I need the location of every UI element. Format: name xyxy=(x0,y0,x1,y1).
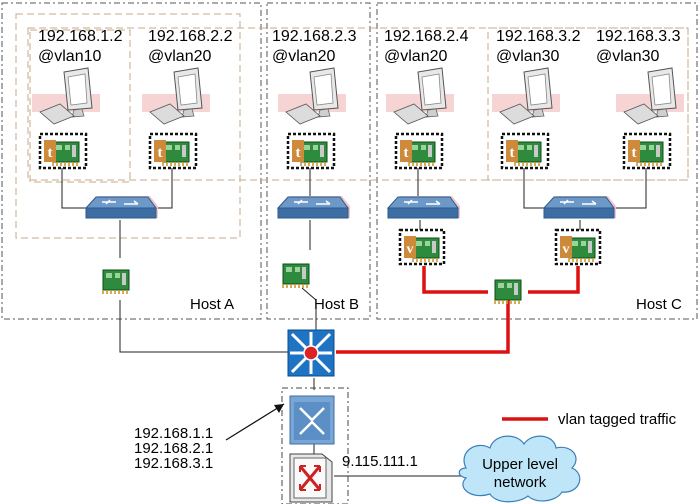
physical-nic-host-a xyxy=(102,269,130,295)
vm-pc-1 xyxy=(31,67,101,125)
vswitch-host-a xyxy=(85,195,159,219)
vlan-nic-1: v xyxy=(398,228,446,266)
gateway-device xyxy=(289,453,333,503)
vlan-group-outer xyxy=(15,13,241,239)
vlan-group-row xyxy=(27,27,689,181)
vm-vlan-6: @vlan30 xyxy=(596,48,660,65)
vm-ip-1: 192.168.1.2 xyxy=(38,28,123,45)
cloud-label-line2: network xyxy=(493,474,547,491)
vswitch-host-c-vlan20 xyxy=(387,195,461,219)
vm-vlan-2: @vlan20 xyxy=(148,48,212,65)
host-c-box xyxy=(376,2,698,320)
gateway-ip: 9.115.111.1 xyxy=(342,453,418,470)
host-b-label: Host B xyxy=(314,296,360,313)
vm-ip-3: 192.168.2.3 xyxy=(272,28,357,45)
nic-letter: t xyxy=(158,145,163,161)
physical-nic-host-b xyxy=(282,263,310,289)
vswitch-host-b xyxy=(277,195,351,219)
physical-switch xyxy=(287,329,335,377)
vm-pc-6 xyxy=(615,67,685,125)
router-group-box xyxy=(281,387,349,504)
vm-vlan-3: @vlan20 xyxy=(272,48,336,65)
nic-letter: t xyxy=(48,145,53,161)
vm-ip-5: 192.168.3.2 xyxy=(496,28,581,45)
host-b-box xyxy=(266,2,371,320)
vm-ip-6: 192.168.3.3 xyxy=(596,28,681,45)
host-c-label: Host C xyxy=(636,296,682,313)
nic-letter: t xyxy=(404,145,409,161)
cloud-label-line1: Upper level xyxy=(482,456,558,473)
vm-ip-4: 192.168.2.4 xyxy=(384,28,469,45)
nic-letter: t xyxy=(632,145,637,161)
vm-nic-4: t xyxy=(394,132,444,170)
host-a-label: Host A xyxy=(190,296,235,313)
vswitch-host-c-vlan30 xyxy=(543,195,617,219)
vm-vlan-5: @vlan30 xyxy=(496,48,560,65)
vm-nic-2: t xyxy=(148,132,198,170)
router-ip-3: 192.168.3.1 xyxy=(134,455,214,472)
physical-nic-host-c xyxy=(494,279,522,305)
router-ip-arrow xyxy=(225,403,285,441)
vm-nic-3: t xyxy=(286,132,336,170)
vlan10-group xyxy=(29,29,131,183)
legend-label: vlan tagged traffic xyxy=(558,411,677,428)
nic-letter: v xyxy=(407,242,414,257)
vm-nic-6: t xyxy=(622,132,672,170)
vm-vlan-1: @vlan10 xyxy=(38,48,102,65)
router-device xyxy=(289,395,335,445)
vm-pc-2 xyxy=(141,67,211,125)
router-ip-1: 192.168.1.1 xyxy=(134,425,214,442)
nic-letter: v xyxy=(563,242,570,257)
vm-nic-1: t xyxy=(38,132,88,170)
nic-letter: t xyxy=(296,145,301,161)
vm-pc-5 xyxy=(491,67,561,125)
upper-network-cloud xyxy=(458,435,581,503)
router-ip-2: 192.168.2.1 xyxy=(134,440,214,457)
vm-nic-5: t xyxy=(500,132,550,170)
vm-pc-4 xyxy=(385,67,455,125)
nic-letter: t xyxy=(510,145,515,161)
vlan-nic-2: v xyxy=(554,228,602,266)
vm-ip-2: 192.168.2.2 xyxy=(148,28,233,45)
vm-pc-3 xyxy=(277,67,347,125)
vlan30-group xyxy=(487,27,689,181)
vm-vlan-4: @vlan20 xyxy=(384,48,448,65)
host-a-box xyxy=(1,2,262,320)
